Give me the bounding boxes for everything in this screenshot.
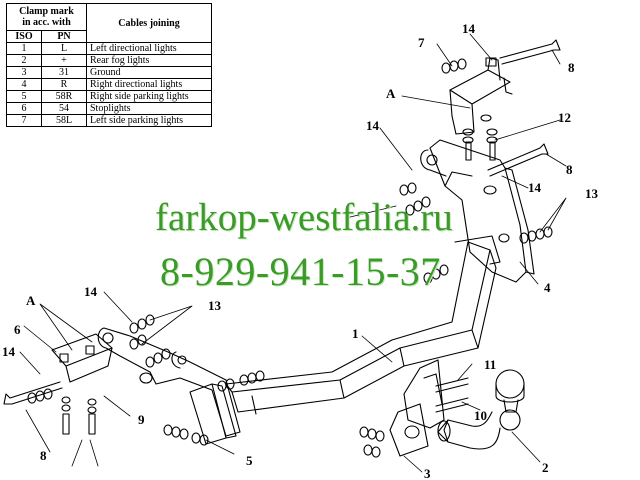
pn-cell: 31	[41, 66, 87, 79]
leader-lines	[19, 33, 567, 473]
iso-cell: 3	[6, 66, 42, 79]
left-side-bracket	[97, 327, 241, 437]
callout-7: 7	[418, 35, 425, 50]
callout-8-right: 8	[566, 162, 573, 177]
iso-cell: 7	[6, 114, 42, 127]
description-cell: Left side parking lights	[86, 114, 212, 127]
iso-cell: 4	[6, 78, 42, 91]
iso-cell: 5	[6, 90, 42, 103]
legend-row: 5 58R Right side parking lights	[6, 90, 212, 103]
tow-ball	[437, 369, 525, 450]
callout-6: 6	[14, 322, 21, 337]
short-bolts-left	[62, 413, 96, 435]
callout-11: 11	[484, 357, 496, 372]
iso-header: ISO	[6, 30, 42, 43]
legend-row: 6 54 Stoplights	[6, 102, 212, 115]
vertical-bolts	[462, 114, 498, 161]
callout-14-far-left: 14	[2, 344, 16, 359]
callout-8-top: 8	[568, 60, 575, 75]
cables-joining-header: Cables joining	[86, 3, 212, 43]
description-cell: Right side parking lights	[86, 90, 212, 103]
legend-row: 3 31 Ground	[6, 66, 212, 79]
iso-cell: 1	[6, 42, 42, 55]
left-bracket-5	[189, 383, 237, 445]
description-cell: Rear fog lights	[86, 54, 212, 67]
nut-washer-stacks	[27, 58, 553, 458]
callout-2: 2	[542, 460, 549, 475]
pn-cell: 58L	[41, 114, 87, 127]
legend-header-row: Clamp mark in acc. with Cables joining	[6, 3, 212, 43]
callout-1: 1	[352, 326, 359, 341]
description-cell: Stoplights	[86, 102, 212, 115]
clamp-mark-line-1: Clamp mark	[19, 6, 74, 17]
legend-row: 4 R Right directional lights	[6, 78, 212, 91]
callout-a-left: A	[26, 293, 36, 308]
ball-holder	[389, 359, 445, 457]
callout-14-top: 14	[462, 21, 476, 36]
clamp-mark-header: Clamp mark in acc. with	[6, 3, 87, 31]
legend-row: 7 58L Left side parking lights	[6, 114, 212, 127]
pn-cell: 58R	[41, 90, 87, 103]
iso-cell: 6	[6, 102, 42, 115]
pn-cell: 54	[41, 102, 87, 115]
pn-cell: R	[41, 78, 87, 91]
callout-5: 5	[246, 453, 253, 468]
callout-8-left: 8	[40, 448, 47, 463]
callout-10: 10	[474, 408, 487, 423]
clamp-mark-line-2: in acc. with	[22, 17, 71, 28]
watermark-website: farkop-westfalia.ru	[155, 196, 453, 239]
description-cell: Left directional lights	[86, 42, 212, 55]
pn-cell: +	[41, 54, 87, 67]
right-side-bracket	[420, 139, 535, 283]
legend-row: 1 L Left directional lights	[6, 42, 212, 55]
legend-subheader-row: ISO PN	[6, 30, 212, 43]
callout-13-right: 13	[585, 186, 599, 201]
callout-3: 3	[424, 466, 431, 480]
description-cell: Right directional lights	[86, 78, 212, 91]
wiring-legend-table: Clamp mark in acc. with Cables joining I…	[6, 3, 212, 127]
pn-cell: L	[41, 42, 87, 55]
callout-12: 12	[558, 110, 571, 125]
iso-cell: 2	[6, 54, 42, 67]
callout-13-left: 13	[208, 298, 222, 313]
callout-a-right: A	[386, 86, 396, 101]
right-top-plate	[449, 57, 513, 135]
ball-bolts	[435, 377, 469, 413]
long-bolts	[3, 39, 561, 405]
callout-4: 4	[544, 280, 551, 295]
left-top-plate	[51, 333, 113, 383]
callout-14-right: 14	[528, 180, 542, 195]
watermark-phone: 8-929-941-15-37	[160, 249, 441, 294]
callout-9: 9	[138, 412, 145, 427]
description-cell: Ground	[86, 66, 212, 79]
legend-row: 2 + Rear fog lights	[6, 54, 212, 67]
callout-14-mid: 14	[366, 118, 380, 133]
callout-14-left: 14	[84, 284, 98, 299]
pn-header: PN	[41, 30, 87, 43]
